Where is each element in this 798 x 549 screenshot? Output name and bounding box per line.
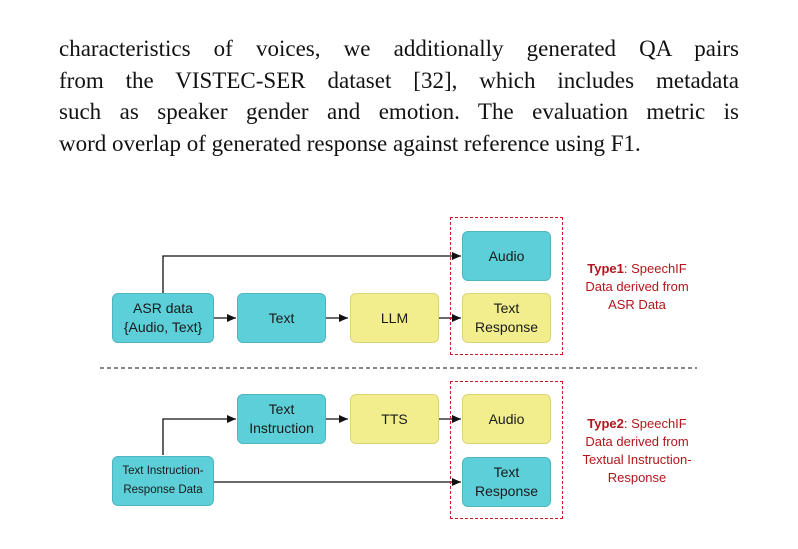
type2-response-label: Text [493,464,520,480]
type2-caption-suffix: : SpeechIF [623,416,687,431]
asr-data-box: ASR data {Audio, Text} [112,293,214,343]
paragraph-line: from the VISTEC-SER dataset [32], which … [59,67,739,93]
tts-label: TTS [381,410,408,427]
arrow-asr-to-audio [162,252,461,293]
instruction-response-data-box: Text Instruction- Response Data [112,456,214,506]
type1-audio-box: Audio [462,231,551,281]
instruction-label: Text [268,401,295,417]
llm-box: LLM [350,293,439,343]
type1-caption-line2: Data derived from [585,279,689,294]
type1-caption-title: Type1 [587,261,624,276]
type1-response-sublabel: Response [474,319,539,335]
llm-label: LLM [380,309,409,326]
type2-audio-label: Audio [488,410,525,427]
type2-caption-line4: Response [607,470,667,485]
text-box: Text [237,293,326,343]
type2-response-sublabel: Response [474,483,539,499]
tts-box: TTS [350,394,439,444]
type1-caption: Type1: SpeechIF Data derived from ASR Da… [566,260,708,314]
type2-caption-title: Type2 [587,416,624,431]
instruction-sublabel: Instruction [249,420,314,436]
type2-output-region [450,381,563,519]
type2-caption-line3: Textual Instruction- [582,452,692,467]
text-label: Text [268,309,295,326]
arrow-source-to-instruction [162,415,236,455]
asr-data-sublabel: {Audio, Text} [123,319,203,335]
type1-output-region [450,217,563,355]
type1-response-label: Text [493,300,520,316]
body-paragraph: characteristics of voices, we additional… [59,33,739,159]
type2-caption-line2: Data derived from [585,434,689,449]
type2-audio-box: Audio [462,394,551,444]
source-sublabel: Response Data [123,484,203,496]
paragraph-line: characteristics of voices, we additional… [59,36,739,61]
type2-caption: Type2: SpeechIF Data derived from Textua… [563,415,711,487]
asr-data-label: ASR data [133,300,193,316]
paragraph-line: word overlap of generated response again… [59,130,641,156]
paragraph-line: such as speaker gender and emotion. The … [59,99,739,124]
type1-audio-label: Audio [488,247,525,264]
type1-caption-suffix: : SpeechIF [623,261,687,276]
source-label: Text Instruction- [122,465,204,477]
type1-caption-line3: ASR Data [608,297,666,312]
